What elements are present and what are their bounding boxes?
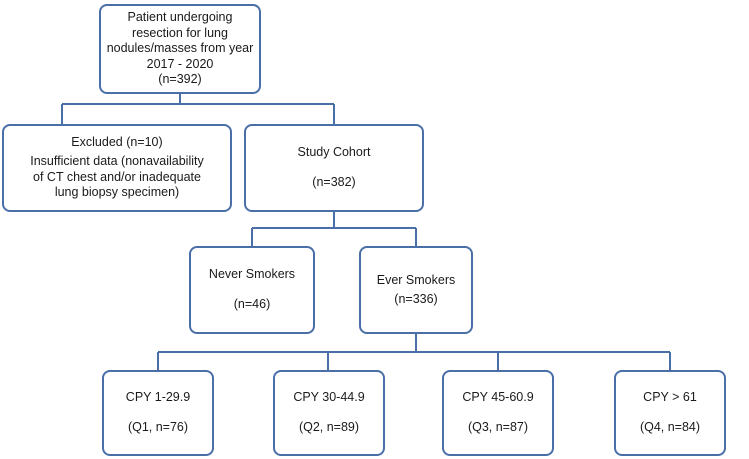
connector-cohort-to-smokers [251,212,417,246]
excluded-reason-line1: Insufficient data (nonavailability [30,153,204,168]
top-box-count: (n=392) [158,72,202,87]
top-box-line2: nodules/masses from year 2017 - 2020 [106,41,254,71]
quartile-q3-count: (Q3, n=87) [467,420,529,434]
quartile-q2-title: CPY 30-44.9 [293,390,365,405]
top-box-line1: Patient undergoing resection for lung [127,9,233,40]
connector-top-to-branch [61,94,335,124]
study-cohort-title: Study Cohort [297,145,371,160]
never-smokers-box: Never Smokers (n=46) [189,246,315,334]
quartile-box-q4: CPY > 61 (Q4, n=84) [614,370,726,456]
quartile-q4-count: (Q4, n=84) [639,420,701,434]
top-box: Patient undergoing resection for lung no… [99,4,261,94]
ever-smokers-count: (n=336) [394,291,438,306]
study-cohort-box: Study Cohort (n=382) [244,124,424,212]
quartile-q1-title: CPY 1-29.9 [125,390,191,405]
quartile-box-q1: CPY 1-29.9 (Q1, n=76) [102,370,214,456]
quartile-box-q3: CPY 45-60.9 (Q3, n=87) [442,370,554,456]
quartile-q2-count: (Q2, n=89) [298,420,360,434]
quartile-q4-title: CPY > 61 [643,390,697,405]
ever-smokers-box: Ever Smokers (n=336) [359,246,473,334]
connector-ever-to-quartiles [157,334,671,370]
quartile-q1-count: (Q1, n=76) [127,420,189,434]
excluded-title: Excluded (n=10) [71,135,163,150]
excluded-reason-line2: of CT chest and/or inadequate [33,169,201,184]
ever-smokers-title: Ever Smokers [376,272,456,287]
quartile-q3-title: CPY 45-60.9 [462,390,534,405]
never-smokers-count: (n=46) [233,297,271,311]
study-cohort-count: (n=382) [312,175,356,189]
excluded-box: Excluded (n=10) Insufficient data (nonav… [2,124,232,212]
excluded-reason-line3: lung biopsy specimen) [54,185,180,200]
quartile-box-q2: CPY 30-44.9 (Q2, n=89) [273,370,385,456]
never-smokers-title: Never Smokers [208,267,296,282]
